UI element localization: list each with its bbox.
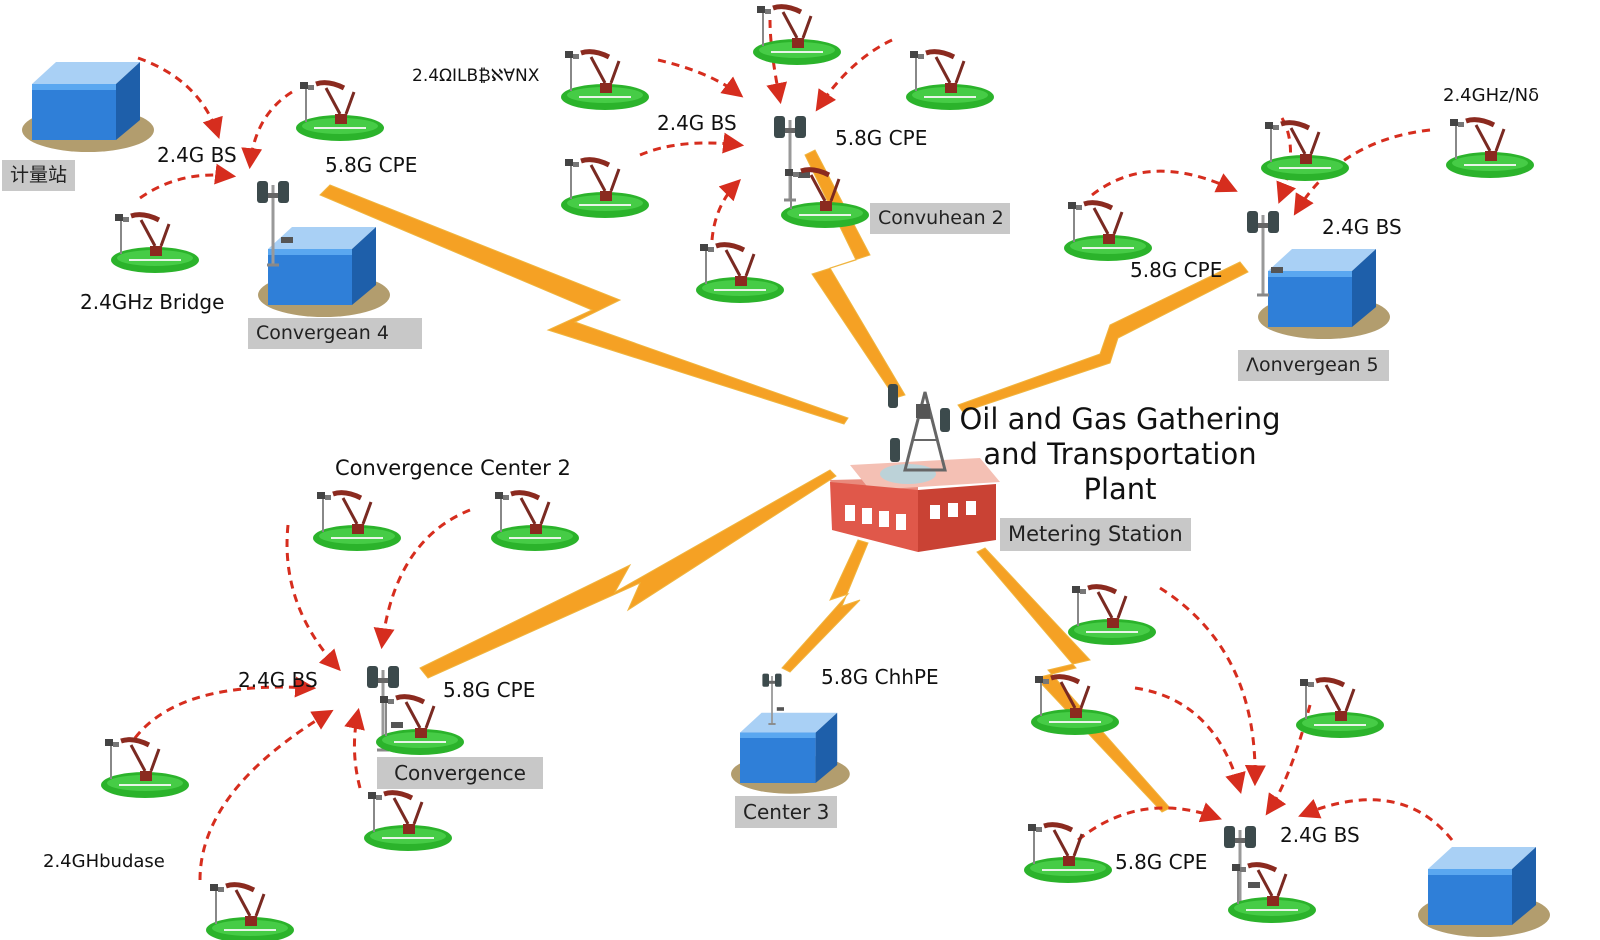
br-bs-label: 2.4G BS bbox=[1280, 823, 1360, 847]
bc-center-badge: Center 3 bbox=[735, 796, 838, 828]
tc-convergence-badge: Convuhean 2 bbox=[870, 203, 1010, 234]
tr-convergence-badge: Λonvergean 5 bbox=[1238, 350, 1389, 381]
br-cpe-label: 5.8G CPE bbox=[1115, 850, 1208, 874]
bl-cpe-label: 5.8G CPE bbox=[443, 678, 536, 702]
metering-station-badge: Metering Station bbox=[1000, 518, 1191, 552]
tc-bs-label: 2.4G BS bbox=[657, 111, 737, 135]
tl-garbled-label: 2.4ΩΙLΒ₿ℵ∀ΝΧ bbox=[412, 66, 540, 86]
tl-metering-badge: 计量站 bbox=[2, 160, 76, 191]
lightning-links bbox=[319, 149, 1249, 813]
tc-cpe-label: 5.8G CPE bbox=[835, 126, 928, 150]
bl-bridge-label: 2.4GHbudase bbox=[43, 851, 165, 872]
plant-title-line-2: and Transportation bbox=[983, 437, 1257, 471]
bl-convergence-badge: Convergence bbox=[377, 757, 543, 789]
tl-bridge-label: 2.4GHz Bridge bbox=[80, 290, 225, 314]
bl-title-label: Convergence Center 2 bbox=[335, 456, 571, 480]
wireless-arrows bbox=[133, 19, 1454, 881]
tl-convergence-badge: Convergean 4 bbox=[248, 318, 422, 349]
tl-bs-label: 2.4G BS bbox=[157, 143, 237, 167]
bc-cpe-label: 5.8G ChhPE bbox=[821, 665, 939, 689]
plant-building-icon bbox=[830, 384, 1000, 552]
plant-title-line-1: Oil and Gas Gathering bbox=[959, 402, 1281, 436]
plant-title: Oil and Gas Gathering and Transportation… bbox=[955, 402, 1285, 507]
tr-garbled-label: 2.4GHz∕Νδ bbox=[1443, 85, 1540, 106]
tr-bs-label: 2.4G BS bbox=[1322, 215, 1402, 239]
bl-bs-label: 2.4G BS bbox=[238, 668, 318, 692]
tr-cpe-label: 5.8G CPE bbox=[1130, 258, 1223, 282]
tl-cpe-label: 5.8G CPE bbox=[325, 153, 418, 177]
plant-title-line-3: Plant bbox=[1083, 472, 1157, 506]
